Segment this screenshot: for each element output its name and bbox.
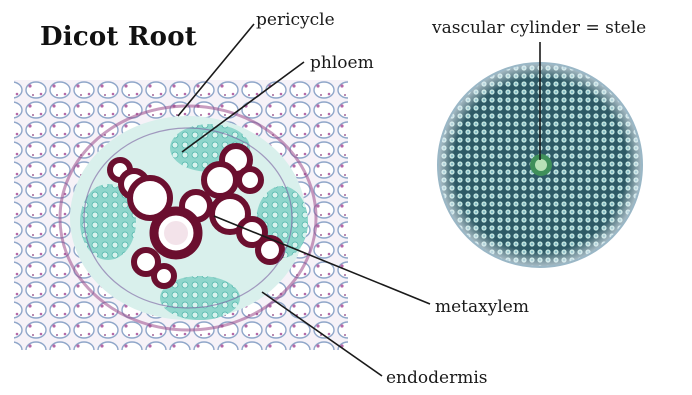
label-vascular-cylinder: vascular cylinder = stele [432,18,646,38]
label-endodermis: endodermis [386,368,487,388]
diagram-title: Dicot Root [40,22,197,52]
root-cross-section-micrograph [14,80,348,350]
label-pericycle: pericycle [256,10,335,30]
label-metaxylem: metaxylem [435,297,529,317]
label-phloem: phloem [310,53,374,73]
